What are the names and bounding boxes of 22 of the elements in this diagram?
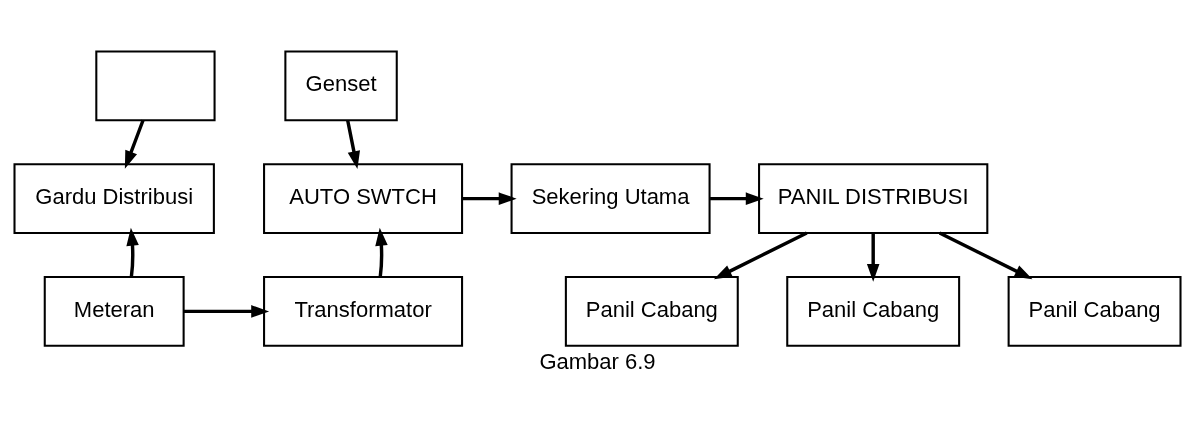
caption: Gambar 6.9 bbox=[539, 348, 656, 374]
arrow bbox=[126, 227, 139, 277]
arrow bbox=[710, 191, 764, 205]
arrow bbox=[375, 227, 388, 277]
arrow bbox=[462, 191, 517, 205]
node-box: Transformator bbox=[263, 275, 464, 347]
node-box: PANIL DISTRIBUSI bbox=[758, 162, 989, 234]
arrow bbox=[866, 232, 880, 282]
node-box: Panil Cabang bbox=[564, 275, 739, 347]
node-box: Genset bbox=[284, 49, 398, 121]
node-box: Meteran bbox=[43, 275, 185, 347]
node-box bbox=[95, 49, 216, 121]
arrow bbox=[124, 119, 145, 169]
arrow bbox=[713, 230, 808, 279]
node-box: Gardu Distribusi bbox=[13, 162, 215, 234]
node-box: Panil Cabang bbox=[786, 275, 961, 347]
node-box: Sekering Utama bbox=[510, 162, 711, 234]
arrow bbox=[938, 230, 1033, 279]
node-box: AUTO SWTCH bbox=[263, 162, 464, 234]
node-box: Panil Cabang bbox=[1007, 275, 1182, 347]
arrow bbox=[183, 304, 270, 318]
arrow bbox=[345, 119, 361, 169]
